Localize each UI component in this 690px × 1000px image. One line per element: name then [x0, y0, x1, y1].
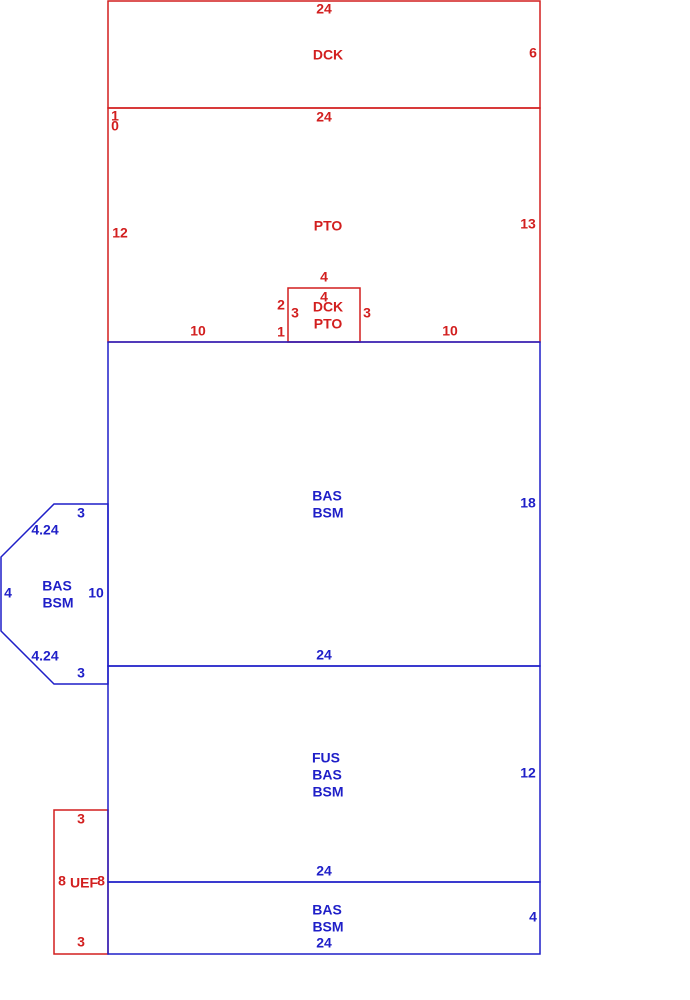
dck-pto-dim-left-outer: 2 [277, 297, 285, 313]
bas-bottom-label-line1: BAS [312, 902, 342, 918]
uef-dim-right: 8 [97, 873, 105, 889]
bas-bottom-dim-bottom: 24 [316, 935, 332, 951]
bas-bottom-dim-right: 4 [529, 909, 537, 925]
bas-side-dim-diag-bottom: 4.24 [31, 648, 58, 664]
pto-label: PTO [314, 218, 343, 234]
dck-pto-label-line2: PTO [314, 316, 343, 332]
area-bas-side: BAS BSM 3 4.24 4 10 4.24 3 [0, 503, 109, 685]
area-fus: FUS BAS BSM 12 24 [107, 665, 541, 883]
bas-bottom-outline [107, 881, 541, 955]
dck-top-dim-right: 6 [529, 45, 537, 61]
area-uef: UEF 3 8 8 3 [53, 809, 109, 955]
uef-dim-left: 8 [58, 873, 66, 889]
bas-side-dim-diag-top: 4.24 [31, 522, 58, 538]
dck-pto-dim-right: 3 [363, 305, 371, 321]
uef-dim-bottom: 3 [77, 934, 85, 950]
dck-pto-dim-left-bottom: 1 [277, 324, 285, 340]
fus-label-line2: BAS [312, 767, 342, 783]
fus-dim-right: 12 [520, 765, 536, 781]
fus-label-line3: BSM [312, 784, 343, 800]
bas-main-dim-bottom: 24 [316, 647, 332, 663]
bas-main-label-line2: BSM [312, 505, 343, 521]
uef-label: UEF [70, 875, 98, 891]
dck-top-label: DCK [313, 47, 343, 63]
bas-main-dim-right: 18 [520, 495, 536, 511]
bas-side-label-line2: BSM [42, 595, 73, 611]
dck-pto-dim-top-outer: 4 [320, 269, 328, 285]
pto-corner-dim-b: 0 [111, 118, 119, 134]
pto-dim-right: 13 [520, 216, 536, 232]
uef-dim-top: 3 [77, 811, 85, 827]
bas-side-dim-right: 10 [88, 585, 104, 601]
bas-main-label-line1: BAS [312, 488, 342, 504]
pto-dim-top: 24 [316, 109, 332, 125]
fus-dim-bottom: 24 [316, 863, 332, 879]
bas-side-dim-top: 3 [77, 505, 85, 521]
bas-side-dim-bottom: 3 [77, 665, 85, 681]
dck-pto-dim-top-inner: 4 [320, 289, 328, 305]
area-dck-top: DCK 24 6 [107, 0, 541, 109]
area-dck-pto: DCK PTO 4 4 2 3 1 3 [277, 269, 371, 343]
pto-dim-bottom-left: 10 [190, 323, 206, 339]
dck-pto-dim-left-inner: 3 [291, 305, 299, 321]
area-bas-main: BAS BSM 18 24 [107, 341, 541, 667]
bas-side-label-line1: BAS [42, 578, 72, 594]
pto-dim-left: 12 [112, 225, 128, 241]
pto-dim-bottom-right: 10 [442, 323, 458, 339]
bas-bottom-label-line2: BSM [312, 919, 343, 935]
fus-label-line1: FUS [312, 750, 340, 766]
area-bas-bottom: BAS BSM 4 24 [107, 881, 541, 955]
dck-pto-label-line1: DCK [313, 299, 343, 315]
pto-corner-dim-a: 1 [111, 108, 119, 124]
dck-top-dim-top: 24 [316, 1, 332, 17]
bas-side-dim-left: 4 [4, 585, 12, 601]
